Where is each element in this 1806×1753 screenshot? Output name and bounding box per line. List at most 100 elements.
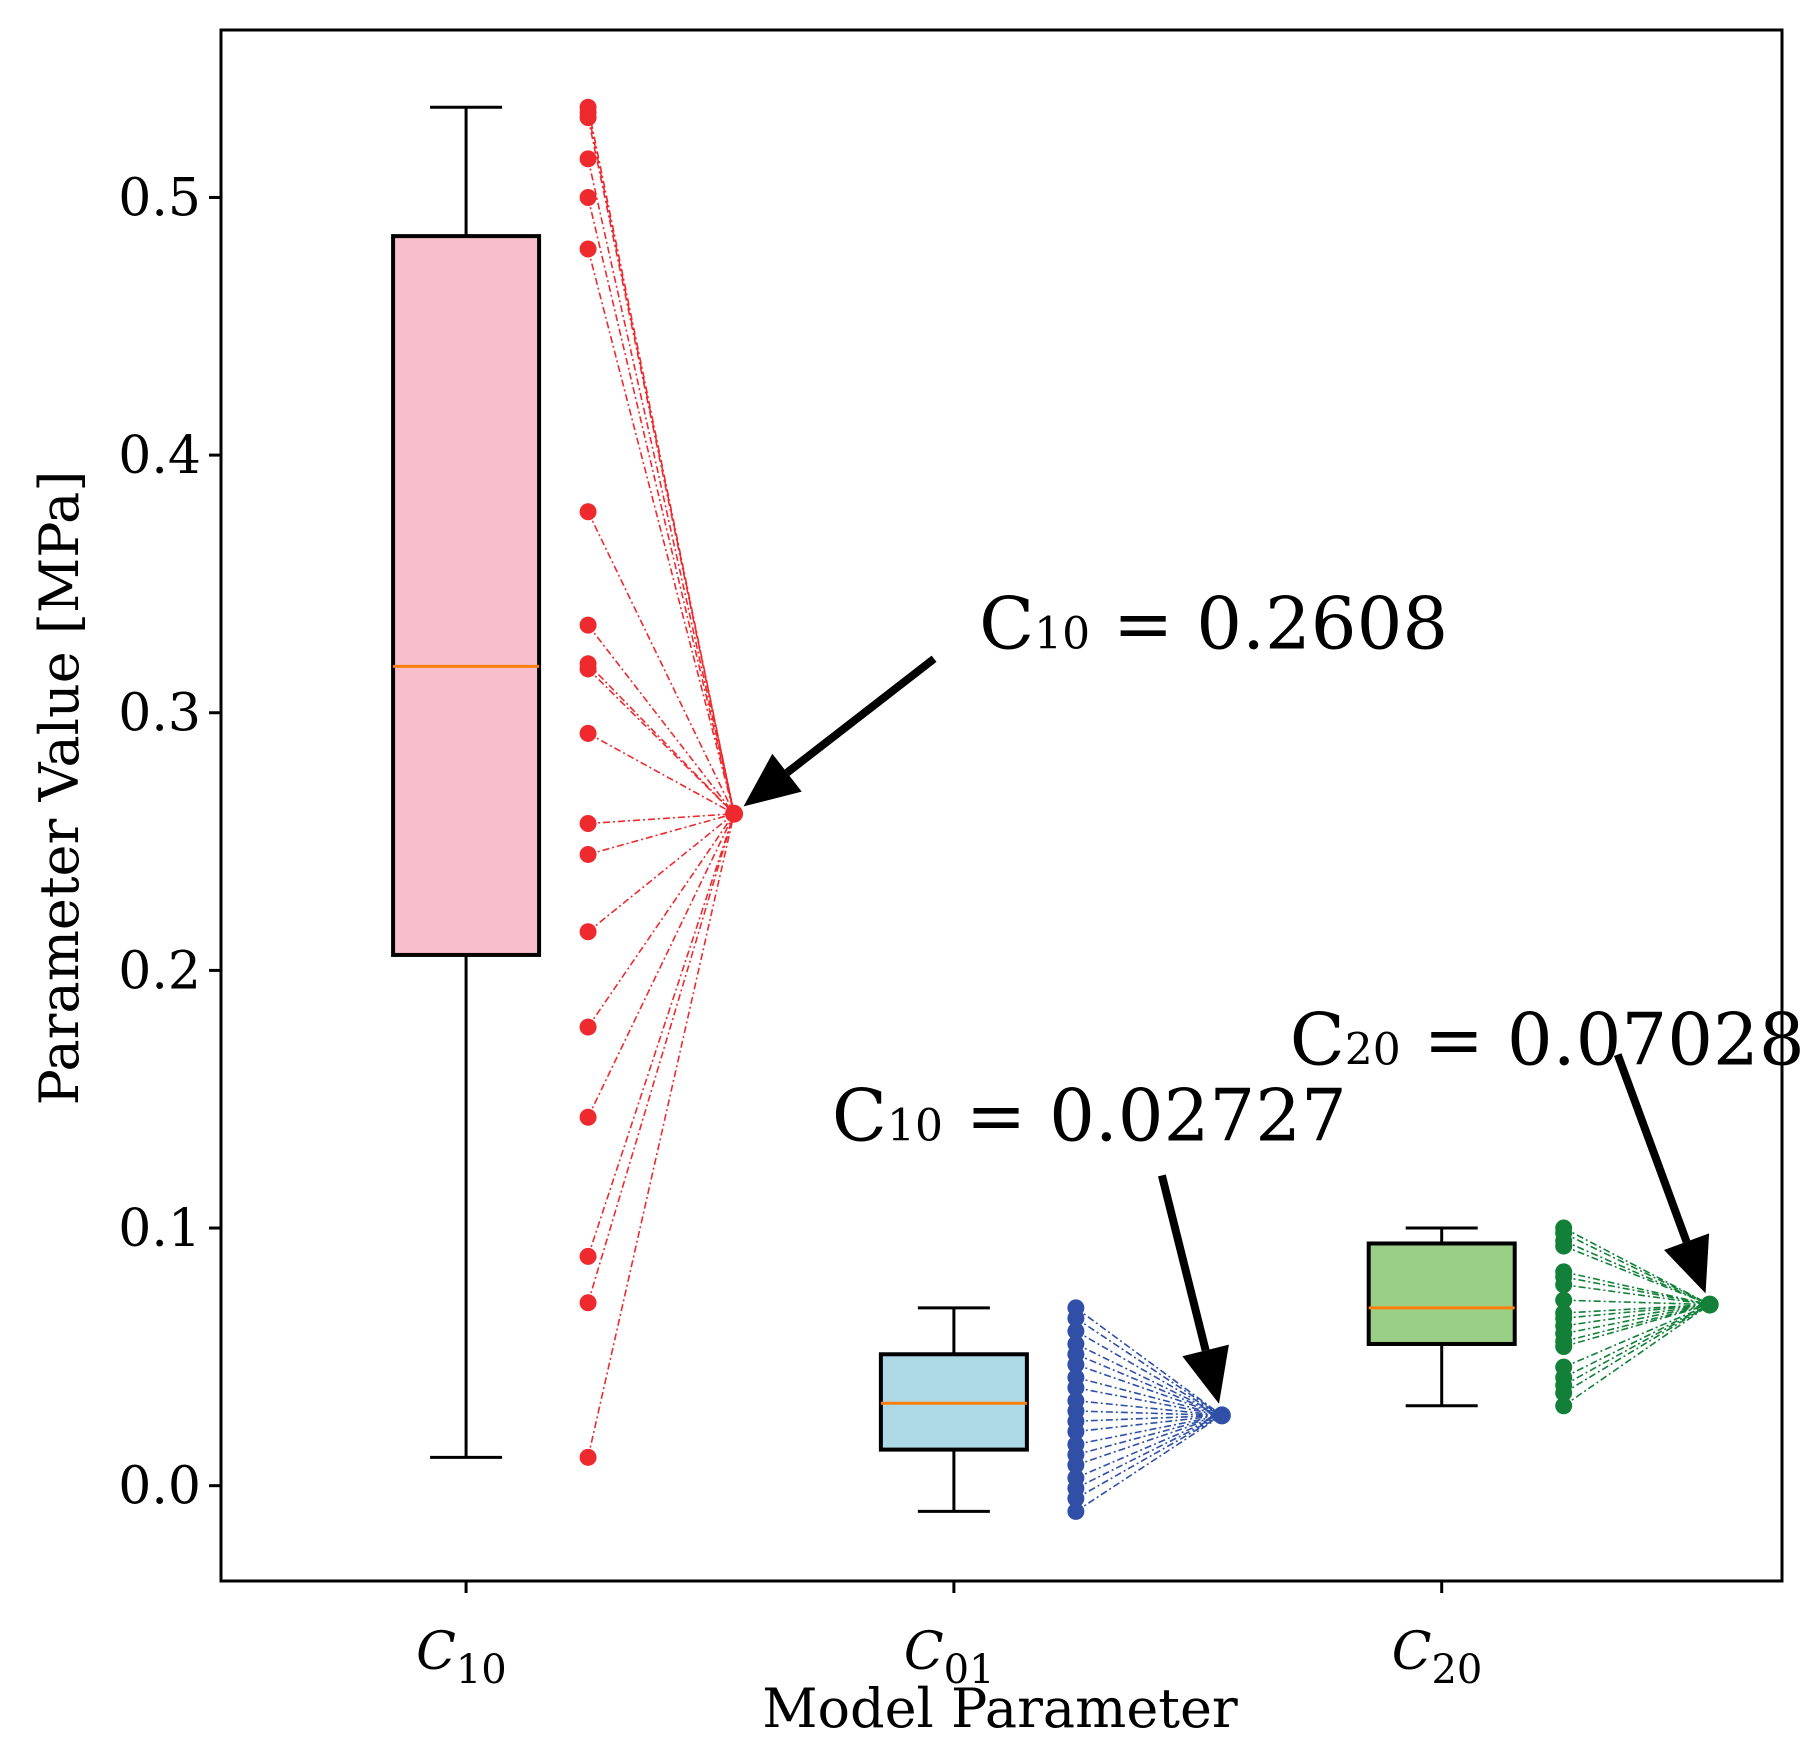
convergence-line bbox=[587, 813, 735, 1458]
data-point bbox=[1555, 1384, 1573, 1402]
convergence-line bbox=[1563, 1303, 1710, 1343]
y-axis-title: Parameter Value [MPa] bbox=[28, 471, 91, 1106]
convergence-line bbox=[1075, 1343, 1223, 1417]
convergence-line bbox=[587, 117, 735, 814]
data-point bbox=[579, 503, 597, 521]
convergence-line bbox=[1563, 1303, 1711, 1407]
convergence-line bbox=[587, 248, 735, 814]
annotation-arrow-shaft bbox=[784, 655, 937, 776]
data-point bbox=[1067, 1490, 1085, 1508]
data-point bbox=[1067, 1423, 1085, 1441]
data-point bbox=[1555, 1291, 1573, 1309]
x-tick-label: C10 bbox=[416, 1622, 507, 1693]
convergence-line bbox=[587, 813, 735, 1118]
convergence-line bbox=[1075, 1414, 1223, 1500]
x-tick-label: C01 bbox=[904, 1622, 995, 1693]
convergence-line bbox=[587, 813, 735, 1303]
data-point bbox=[1067, 1309, 1085, 1327]
convergence-line bbox=[1563, 1299, 1710, 1306]
convergence-line bbox=[1563, 1240, 1711, 1306]
convergence-line bbox=[1075, 1317, 1223, 1417]
data-point bbox=[579, 188, 597, 206]
data-point bbox=[579, 1108, 597, 1126]
convergence-line bbox=[1563, 1276, 1710, 1306]
convergence-line bbox=[587, 813, 735, 1028]
box-iqr bbox=[1366, 1241, 1517, 1346]
result-annotation: C10 = 0.2608 bbox=[979, 582, 1448, 666]
convergence-line bbox=[1075, 1414, 1223, 1479]
convergence-line bbox=[587, 813, 735, 1257]
y-tick-label: 0.2 bbox=[118, 941, 201, 1001]
data-point bbox=[579, 240, 597, 258]
y-tick-label: 0.0 bbox=[118, 1457, 201, 1517]
x-axis-title: Model Parameter bbox=[762, 1677, 1238, 1740]
category-group: C01 C10 = 0.02727 bbox=[832, 1073, 1347, 1693]
convergence-line bbox=[587, 668, 735, 815]
result-point bbox=[1700, 1295, 1719, 1314]
convergence-line bbox=[1563, 1303, 1711, 1368]
convergence-line bbox=[587, 812, 735, 856]
convergence-line bbox=[1075, 1414, 1223, 1446]
data-point bbox=[1555, 1397, 1573, 1415]
convergence-line bbox=[1075, 1414, 1222, 1433]
convergence-line bbox=[1563, 1232, 1711, 1306]
convergence-line bbox=[1075, 1307, 1223, 1417]
convergence-line bbox=[587, 511, 735, 815]
convergence-line bbox=[1075, 1414, 1222, 1423]
convergence-line bbox=[1075, 1414, 1223, 1489]
annotation-arrow-head bbox=[1182, 1344, 1229, 1404]
convergence-line bbox=[1075, 1414, 1223, 1456]
convergence-line bbox=[1075, 1386, 1223, 1417]
convergence-line bbox=[587, 158, 735, 814]
convergence-line bbox=[1075, 1330, 1223, 1417]
data-point bbox=[1555, 1276, 1573, 1294]
convergence-line bbox=[1563, 1283, 1710, 1306]
convergence-line bbox=[1563, 1303, 1710, 1348]
y-tick-label: 0.1 bbox=[118, 1199, 201, 1259]
result-annotation: C10 = 0.02727 bbox=[832, 1073, 1347, 1157]
data-point bbox=[579, 1448, 597, 1466]
convergence-line bbox=[1563, 1303, 1710, 1314]
data-point bbox=[579, 845, 597, 863]
data-point bbox=[579, 1018, 597, 1036]
convergence-line bbox=[1075, 1363, 1223, 1417]
data-point bbox=[579, 724, 597, 742]
convergence-line bbox=[587, 732, 735, 815]
convergence-line bbox=[1563, 1303, 1710, 1320]
convergence-line bbox=[1075, 1414, 1223, 1466]
data-point bbox=[579, 660, 597, 678]
box-iqr bbox=[391, 234, 542, 957]
data-point bbox=[1067, 1456, 1085, 1474]
data-point bbox=[579, 1247, 597, 1265]
convergence-line bbox=[1563, 1303, 1710, 1335]
data-point bbox=[1555, 1237, 1573, 1255]
plot-frame bbox=[219, 28, 1784, 1583]
annotation-arrow-shaft bbox=[1158, 1174, 1210, 1352]
convergence-line bbox=[1075, 1353, 1223, 1417]
result-point bbox=[725, 804, 744, 823]
convergence-line bbox=[1563, 1245, 1710, 1306]
convergence-line bbox=[1563, 1303, 1711, 1379]
annotation-arrow-head bbox=[743, 753, 802, 807]
convergence-line bbox=[587, 813, 735, 933]
convergence-line bbox=[1563, 1303, 1711, 1386]
convergence-line bbox=[587, 663, 735, 815]
category-group: C10 C10 = 0.2608 bbox=[391, 98, 1448, 1693]
convergence-line bbox=[587, 624, 735, 815]
data-point bbox=[579, 616, 597, 634]
convergence-line bbox=[587, 197, 735, 814]
data-point bbox=[1067, 1322, 1085, 1340]
result-point bbox=[1212, 1406, 1231, 1425]
annotation-arrow-shaft bbox=[1613, 1053, 1691, 1244]
convergence-line bbox=[1075, 1410, 1222, 1417]
convergence-line bbox=[1075, 1414, 1223, 1513]
result-annotation: C20 = 0.07028 bbox=[1290, 998, 1805, 1082]
y-tick-label: 0.5 bbox=[118, 168, 201, 228]
data-point bbox=[1067, 1502, 1085, 1520]
annotation-arrow-head bbox=[1664, 1233, 1710, 1294]
data-point bbox=[1067, 1356, 1085, 1374]
convergence-line bbox=[1075, 1376, 1223, 1417]
y-tick-label: 0.4 bbox=[118, 426, 201, 486]
